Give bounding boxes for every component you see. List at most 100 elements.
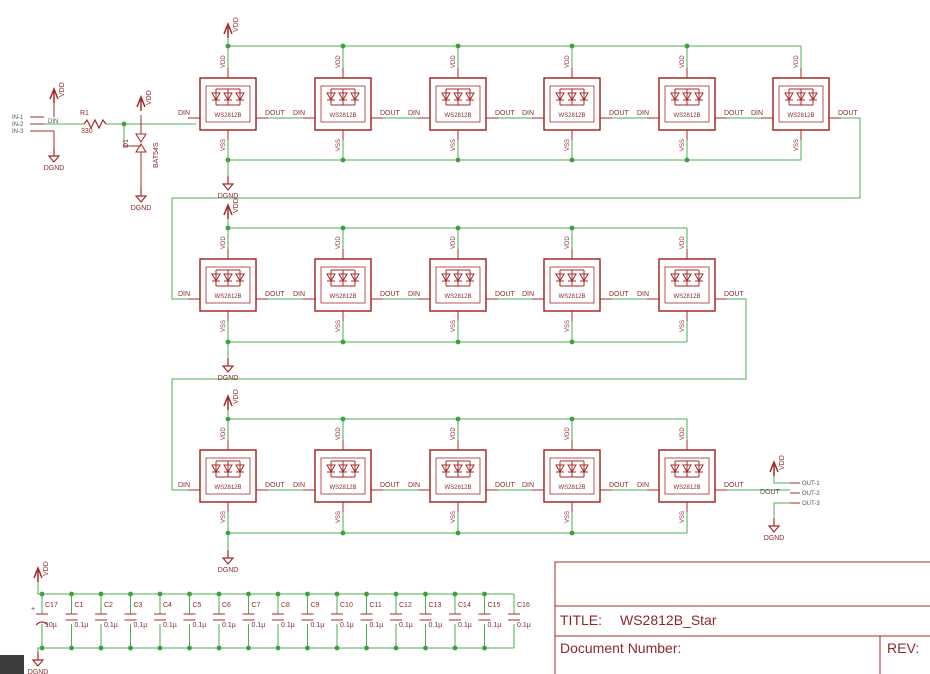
ws2812b-inner — [320, 457, 366, 495]
junction-dot — [246, 645, 251, 651]
title-block-frame — [554, 561, 930, 674]
capacitor-plate-curved — [35, 621, 49, 626]
resistor-name: R1 — [80, 110, 89, 117]
ground-symbol — [31, 652, 45, 667]
dout-label: DOUT — [495, 110, 516, 117]
junction-dot — [157, 591, 163, 597]
vdd-pin-label: VDD — [336, 427, 342, 440]
chip-label: WS2812B — [673, 294, 700, 300]
ws2812b-inner — [664, 85, 710, 123]
junction-dot — [393, 591, 399, 597]
capacitor-name: C6 — [222, 602, 231, 609]
din-label: DIN — [522, 482, 534, 489]
junction-dot — [455, 157, 461, 163]
chip-label: WS2812B — [214, 485, 241, 491]
chip-label: WS2812B — [558, 113, 585, 119]
chip-label: WS2812B — [444, 485, 471, 491]
ws2812b-inner — [205, 457, 251, 495]
capacitor-value: 0.1µ — [311, 622, 325, 629]
ws2812b-inner — [664, 457, 710, 495]
vdd-pin-label: VDD — [221, 236, 227, 249]
ground-symbol — [221, 176, 235, 191]
title-value: WS2812B_Star — [620, 612, 717, 628]
dout-label: DOUT — [724, 482, 745, 489]
ws2812b-inner — [435, 457, 481, 495]
wire — [37, 647, 42, 652]
vdd-pin-label: VDD — [565, 55, 571, 68]
junction-dot — [569, 43, 575, 49]
junction-dot — [128, 645, 133, 651]
vdd-symbol — [33, 565, 43, 582]
wire — [171, 298, 747, 491]
junction-dot — [340, 416, 346, 422]
capacitor-name: C10 — [340, 602, 353, 609]
dout-label: DOUT — [495, 482, 516, 489]
junction-dot — [216, 591, 222, 597]
input-pin-label: IN-3 — [12, 129, 24, 135]
wires — [37, 38, 861, 652]
chip-label: WS2812B — [214, 113, 241, 119]
junction-dot — [128, 591, 133, 597]
capacitor-value: 10µ — [45, 622, 57, 629]
capacitor-name: C15 — [488, 602, 501, 609]
junction-dot — [569, 530, 575, 536]
junction-dot — [187, 645, 192, 651]
junction-dot — [340, 530, 346, 536]
output-pin-label: OUT-1 — [802, 481, 820, 487]
capacitor-value: 0.1µ — [370, 622, 384, 629]
junction-dot — [305, 591, 310, 597]
capacitor-polarity: + — [31, 606, 35, 613]
chip-label: WS2812B — [329, 294, 356, 300]
chip-label: WS2812B — [444, 113, 471, 119]
junction-dot — [69, 591, 74, 597]
dout-label: DOUT — [265, 291, 286, 298]
vdd-symbol — [769, 459, 779, 476]
din-label: DIN — [178, 482, 190, 489]
capacitor-value: 0.1µ — [517, 622, 531, 629]
dout-label: DOUT — [495, 291, 516, 298]
vdd-symbol — [136, 94, 146, 111]
resistor-value: 330 — [81, 128, 93, 135]
junction-dot — [455, 225, 461, 231]
capacitor-name: C7 — [252, 602, 261, 609]
ground-symbol — [221, 358, 235, 373]
dout-label: DOUT — [838, 110, 859, 117]
junction-dot — [187, 591, 192, 597]
document-number-label: Document Number: — [560, 640, 681, 656]
vdd-pin-label: VDD — [451, 427, 457, 440]
dgnd-label: DGND — [218, 375, 239, 382]
capacitor-name: C3 — [134, 602, 143, 609]
capacitor-name: C5 — [193, 602, 202, 609]
input-net-label: DIN — [48, 119, 58, 125]
chip-label: WS2812B — [214, 294, 241, 300]
vdd-symbol — [223, 393, 233, 410]
chip-label: WS2812B — [329, 113, 356, 119]
capacitor-value: 0.1µ — [75, 622, 89, 629]
vss-pin-label: VSS — [221, 320, 227, 332]
ws2812b-inner — [435, 266, 481, 304]
wire — [171, 117, 861, 300]
vdd-label: VDD — [233, 17, 240, 32]
vss-pin-label: VSS — [221, 139, 227, 151]
vss-pin-label: VSS — [565, 511, 571, 523]
capacitor-value: 0.1µ — [134, 622, 148, 629]
vdd-label: VDD — [233, 389, 240, 404]
vdd-pin-label: VDD — [221, 427, 227, 440]
output-net-label: DOUT — [760, 489, 781, 496]
dgnd-label: DGND — [218, 567, 239, 574]
input-pin-label: IN-2 — [12, 122, 24, 128]
vdd-label: VDD — [779, 455, 786, 470]
ground-symbol — [47, 148, 61, 163]
capacitor-value: 0.1µ — [193, 622, 207, 629]
junction-dot — [455, 416, 461, 422]
dout-label: DOUT — [265, 482, 286, 489]
junction-dot — [569, 225, 575, 231]
output-pin-label: OUT-3 — [802, 501, 820, 507]
vss-pin-label: VSS — [680, 320, 686, 332]
din-label: DIN — [178, 110, 190, 117]
ws2812b-inner — [549, 457, 595, 495]
junction-dot — [275, 645, 281, 651]
junction-dot — [340, 339, 346, 345]
capacitor-value: 0.1µ — [488, 622, 502, 629]
